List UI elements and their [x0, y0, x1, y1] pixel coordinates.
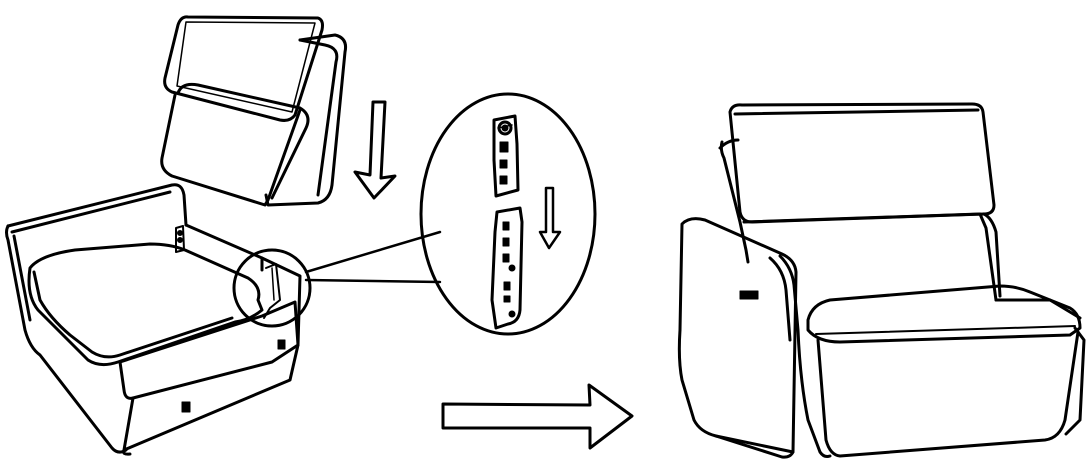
- seat-base-module: [7, 185, 301, 454]
- assembled-seat-module: [679, 104, 1084, 457]
- down-arrow-icon: [540, 188, 560, 248]
- callout-leader-line: [306, 232, 440, 272]
- right-arrow-icon: [443, 385, 632, 448]
- backrest-module: [162, 17, 346, 205]
- callout-leader-line: [306, 280, 440, 282]
- down-arrow-icon: [355, 102, 395, 198]
- bracket-detail-callout: [421, 94, 595, 334]
